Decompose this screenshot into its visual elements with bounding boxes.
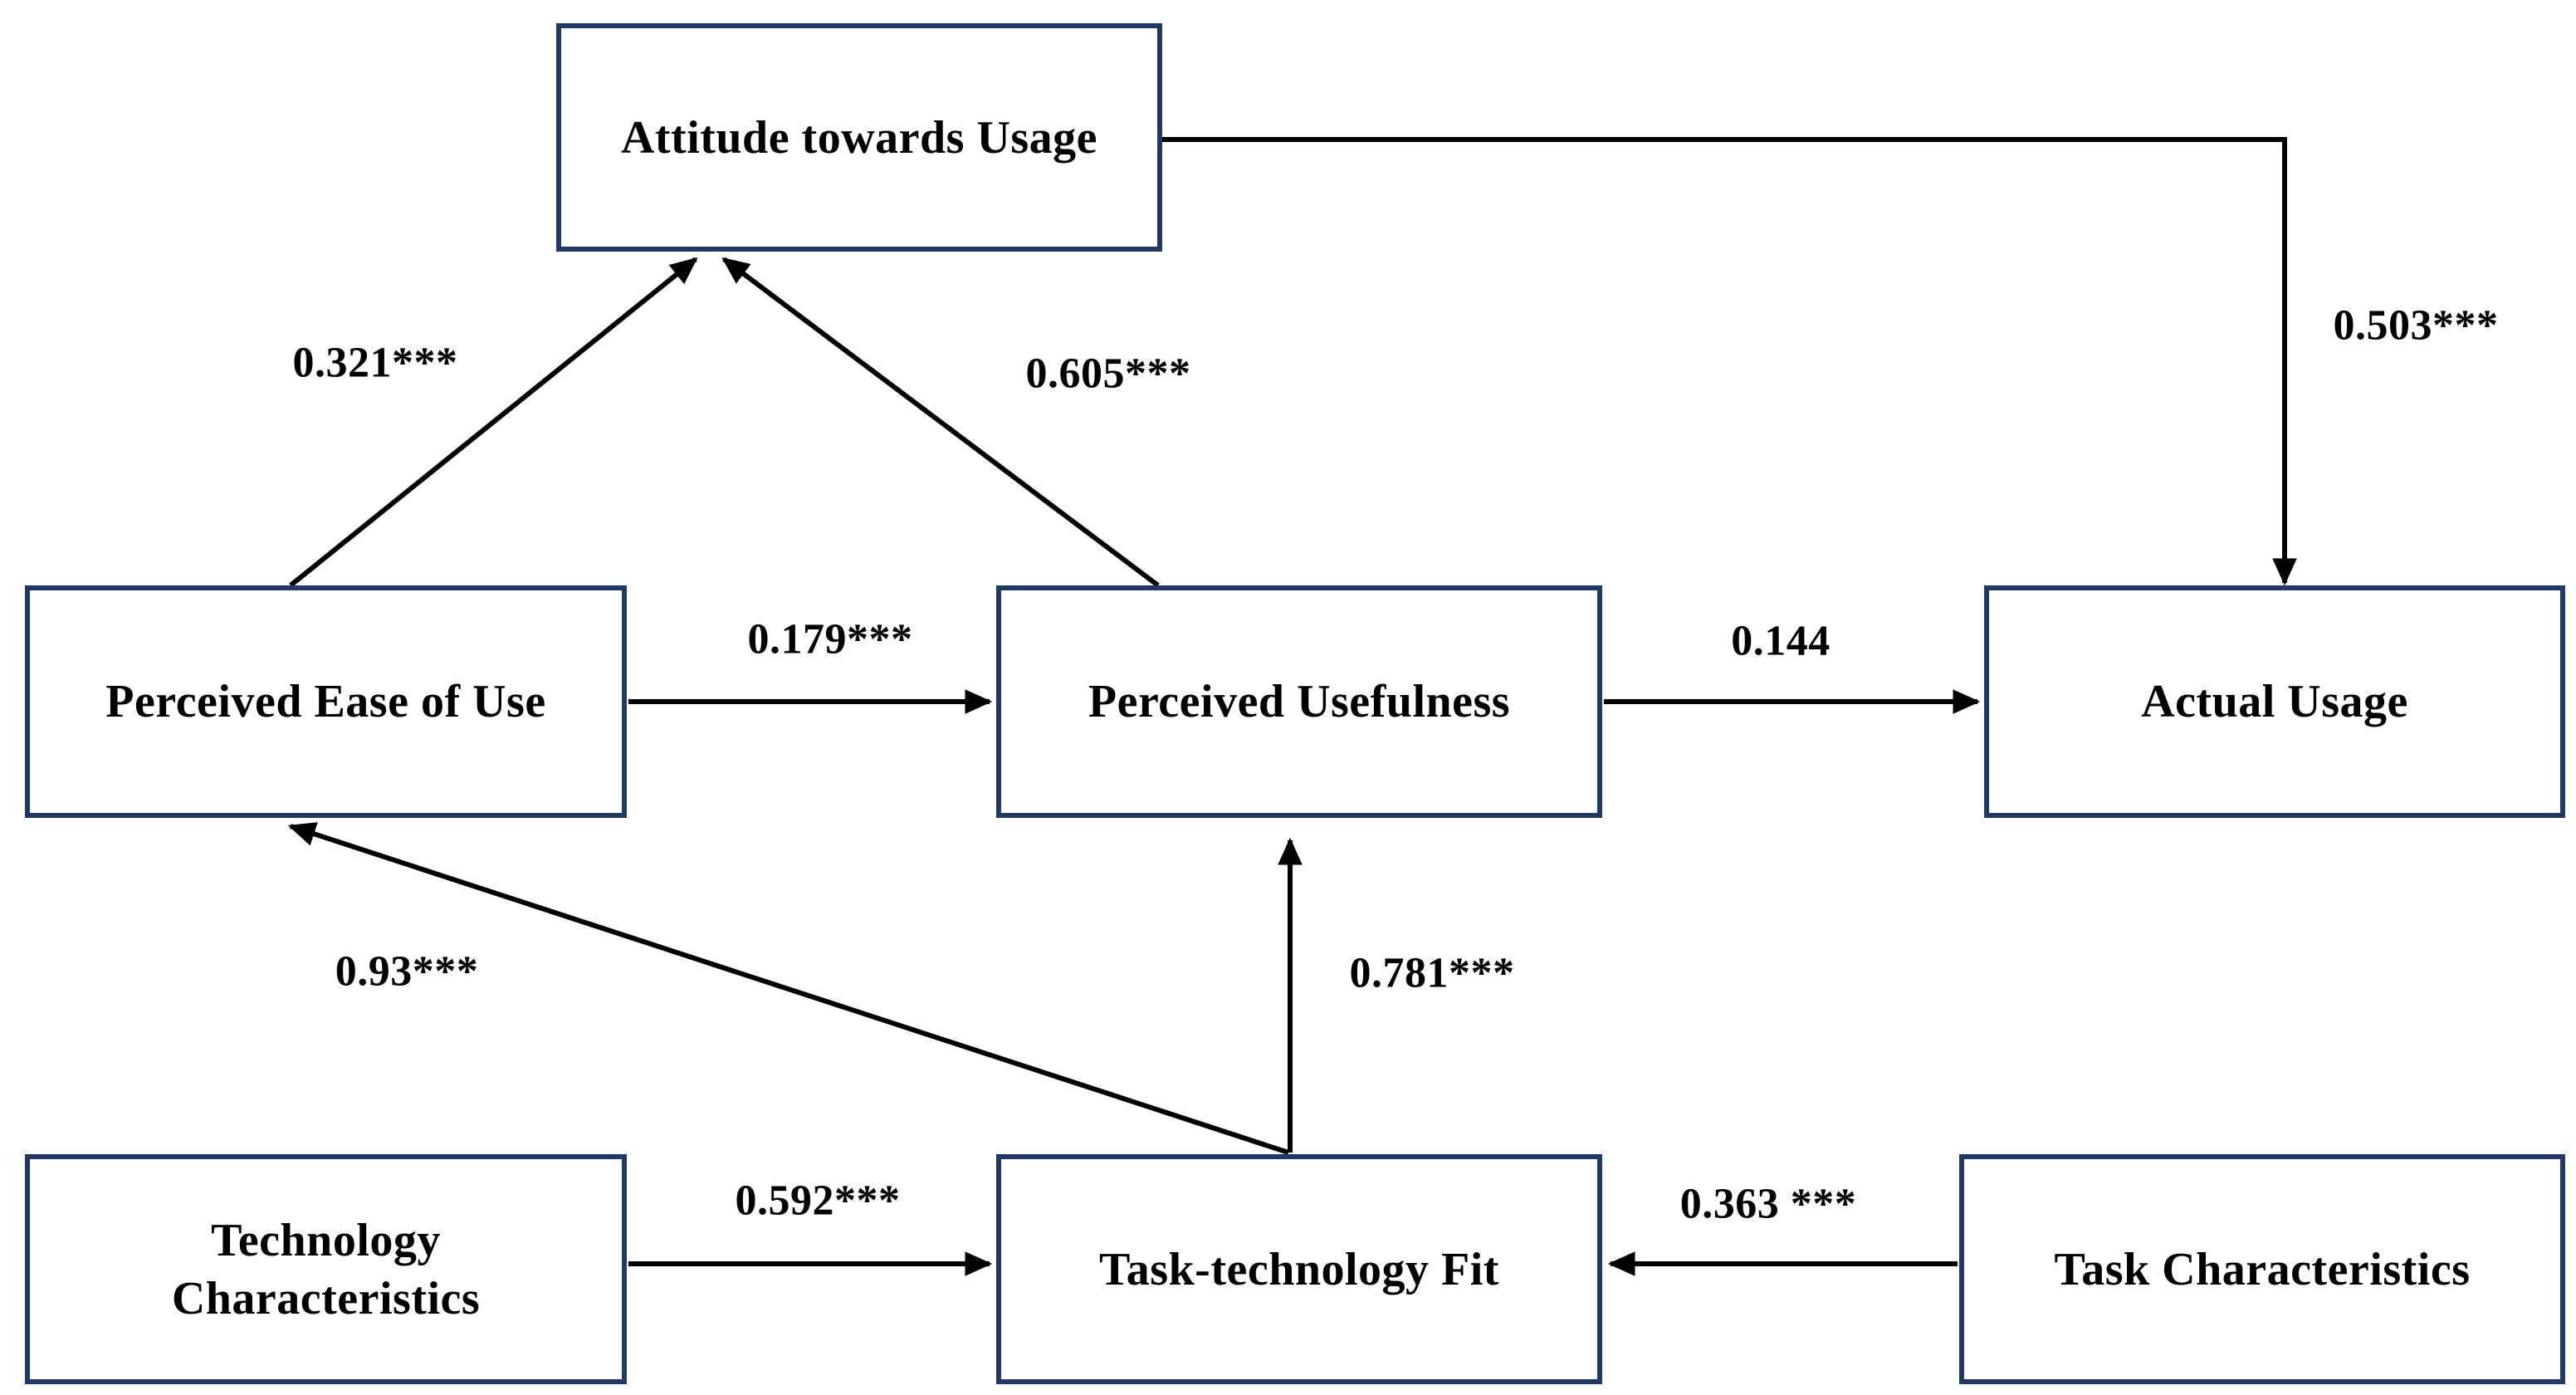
coefficient-pu-au: 0.144: [1731, 617, 1831, 665]
node-technology-characteristics: Technology Characteristics: [25, 1154, 627, 1384]
node-perceived-ease-of-use: Perceived Ease of Use: [25, 585, 627, 818]
edge-ttf-to-peou: [287, 822, 1289, 1155]
node-label: Task-technology Fit: [1099, 1243, 1499, 1295]
node-task-characteristics: Task Characteristics: [1959, 1154, 2565, 1384]
node-task-technology-fit: Task-technology Fit: [996, 1154, 1602, 1384]
coefficient-peou-pu: 0.179***: [747, 615, 913, 663]
coefficient-attitude-au: 0.503***: [2333, 301, 2499, 350]
node-label: Actual Usage: [2141, 676, 2408, 727]
node-label: Perceived Usefulness: [1088, 676, 1511, 727]
edge-peou-to-attitude: [289, 257, 698, 588]
node-label: Perceived Ease of Use: [105, 676, 546, 727]
node-label: Attitude towards Usage: [620, 111, 1098, 164]
node-label: Task Characteristics: [2054, 1243, 2471, 1295]
coefficient-pu-attitude: 0.605***: [1025, 350, 1191, 398]
node-label: Technology Characteristics: [171, 1214, 481, 1324]
coefficient-peou-attitude: 0.321***: [292, 339, 458, 387]
coefficient-ttf-pu: 0.781***: [1349, 949, 1515, 997]
coefficient-ttf-peou: 0.93***: [335, 947, 479, 996]
edge-pu-to-attitude: [721, 257, 1160, 588]
node-actual-usage: Actual Usage: [1984, 585, 2565, 818]
coefficient-techchar-ttf: 0.592***: [735, 1177, 901, 1225]
coefficient-taskchar-ttf: 0.363 ***: [1679, 1180, 1857, 1228]
edge-attitude-to-au: [1162, 137, 2297, 586]
node-perceived-usefulness: Perceived Usefulness: [996, 585, 1602, 818]
node-attitude-towards-usage: Attitude towards Usage: [556, 23, 1162, 252]
